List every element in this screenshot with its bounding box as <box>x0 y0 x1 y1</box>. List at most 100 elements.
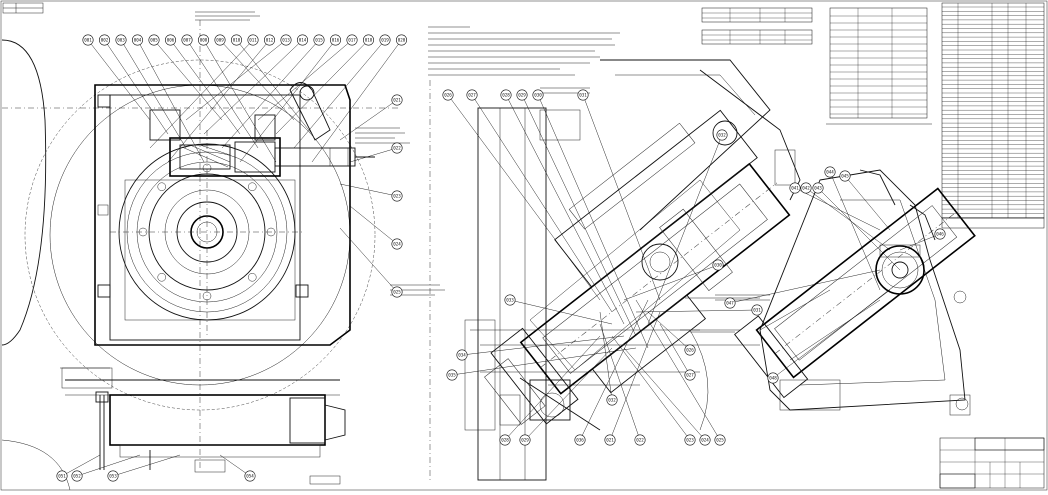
svg-text:029: 029 <box>518 93 526 98</box>
svg-text:034: 034 <box>458 353 466 358</box>
svg-text:028: 028 <box>502 93 510 98</box>
header-stamp <box>2 2 44 14</box>
svg-text:009: 009 <box>216 38 224 43</box>
part-balloon: 030 <box>532 89 649 349</box>
part-balloon: 032 <box>599 311 618 406</box>
part-balloon: 013 <box>185 34 292 121</box>
svg-text:023: 023 <box>393 194 401 199</box>
part-balloon: 029 <box>516 89 637 337</box>
svg-text:022: 022 <box>393 146 401 151</box>
svg-text:008: 008 <box>200 38 208 43</box>
svg-text:024: 024 <box>701 438 709 443</box>
part-balloon: 007 <box>181 34 259 149</box>
svg-text:018: 018 <box>365 38 373 43</box>
part-balloon: 023 <box>611 335 696 446</box>
svg-text:027: 027 <box>686 373 694 378</box>
svg-text:044: 044 <box>826 170 834 175</box>
svg-text:004: 004 <box>134 38 142 43</box>
small-tables <box>701 7 813 45</box>
svg-text:045: 045 <box>841 174 849 179</box>
part-balloon: 021 <box>339 94 403 141</box>
svg-text:030: 030 <box>714 263 722 268</box>
svg-text:033: 033 <box>506 298 514 303</box>
right-view-elevation <box>734 169 976 416</box>
svg-text:017: 017 <box>348 38 356 43</box>
part-balloon: 045 <box>839 170 891 231</box>
part-balloon: 009 <box>214 34 295 121</box>
svg-text:013: 013 <box>282 38 290 43</box>
svg-text:002: 002 <box>101 38 109 43</box>
part-balloon: 012 <box>167 34 275 163</box>
svg-text:026: 026 <box>686 348 694 353</box>
svg-text:001: 001 <box>84 38 92 43</box>
part-balloon: 008 <box>198 34 277 163</box>
svg-text:025: 025 <box>393 290 401 295</box>
part-balloon: 027 <box>466 89 613 313</box>
svg-text:028: 028 <box>501 438 509 443</box>
part-balloon: 010 <box>231 34 313 135</box>
spec-table <box>829 7 928 119</box>
svg-text:020: 020 <box>398 38 406 43</box>
svg-text:053: 053 <box>109 474 117 479</box>
part-balloon: 022 <box>599 323 646 446</box>
part-balloon: 041 <box>789 182 881 231</box>
svg-text:031: 031 <box>753 308 761 313</box>
left-view-notes <box>195 11 445 296</box>
part-balloon: 022 <box>349 142 403 163</box>
part-balloon: 028 <box>499 335 601 446</box>
svg-text:041: 041 <box>791 186 799 191</box>
part-balloon: 032 <box>647 129 728 325</box>
svg-text:014: 014 <box>299 38 307 43</box>
part-balloon: 026 <box>442 89 601 301</box>
svg-text:005: 005 <box>150 38 158 43</box>
svg-text:029: 029 <box>521 438 529 443</box>
part-balloon: 004 <box>132 34 205 163</box>
svg-text:046: 046 <box>936 232 944 237</box>
part-balloon: 021 <box>604 311 661 446</box>
part-balloon: 019 <box>293 34 391 149</box>
svg-text:007: 007 <box>183 38 191 43</box>
part-balloon: 011 <box>149 34 259 149</box>
part-balloon: 028 <box>500 89 625 325</box>
svg-text:012: 012 <box>266 38 274 43</box>
mid-view-section <box>429 59 801 481</box>
part-balloon: 023 <box>339 183 403 202</box>
part-balloon: 024 <box>349 205 403 250</box>
svg-text:019: 019 <box>381 38 389 43</box>
part-balloon: 001 <box>82 34 151 121</box>
svg-text:022: 022 <box>636 438 644 443</box>
part-balloon: 035 <box>446 347 637 381</box>
part-balloon: 026 <box>647 311 696 356</box>
svg-text:035: 035 <box>448 373 456 378</box>
part-balloon: 031 <box>635 304 763 316</box>
parts-list-table <box>941 2 1045 229</box>
part-balloon: 018 <box>275 34 374 135</box>
part-balloon: 051 <box>56 454 101 482</box>
svg-text:042: 042 <box>802 186 810 191</box>
svg-text:030: 030 <box>534 93 542 98</box>
svg-text:021: 021 <box>606 438 614 443</box>
svg-text:054: 054 <box>246 474 254 479</box>
part-balloon: 027 <box>659 323 696 381</box>
part-balloon: 005 <box>148 34 223 121</box>
svg-text:032: 032 <box>718 133 726 138</box>
svg-text:032: 032 <box>608 398 616 403</box>
part-balloon: 044 <box>824 166 881 291</box>
part-balloon: 033 <box>504 294 613 325</box>
svg-text:026: 026 <box>444 93 452 98</box>
part-balloon: 002 <box>99 34 169 135</box>
svg-text:052: 052 <box>73 474 81 479</box>
svg-text:015: 015 <box>315 38 323 43</box>
svg-text:036: 036 <box>576 438 584 443</box>
part-balloon: 025 <box>339 227 403 298</box>
part-balloon: 006 <box>165 34 241 135</box>
part-balloon: 046 <box>899 228 946 251</box>
svg-text:011: 011 <box>249 38 257 43</box>
part-balloon: 025 <box>635 299 726 446</box>
mid-view-notes <box>428 26 760 331</box>
part-balloon: 054 <box>219 454 256 482</box>
part-balloon: 047 <box>724 269 881 309</box>
